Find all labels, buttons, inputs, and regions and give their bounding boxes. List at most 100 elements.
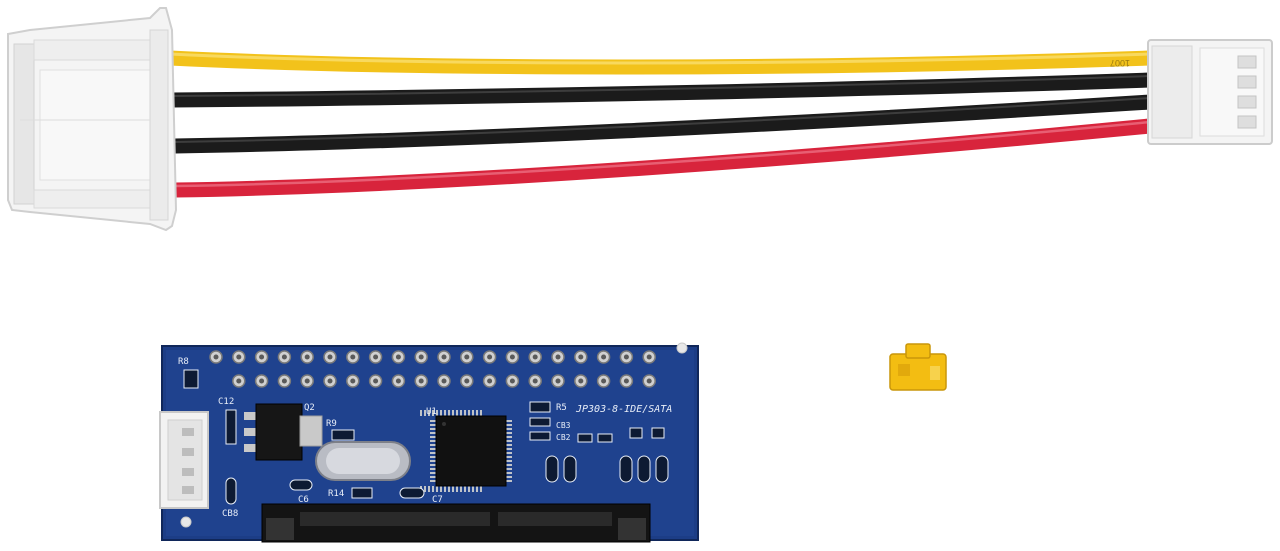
chip-leg (460, 410, 462, 416)
wire-print: 1007 (1110, 58, 1130, 68)
crystal-oscillator (315, 441, 411, 481)
chip-leg (468, 486, 470, 492)
header-pin-center (373, 354, 379, 360)
label-c7: C7 (432, 495, 443, 505)
chip-leg (428, 486, 430, 492)
molex-connector (7, 7, 178, 232)
chip-leg (456, 410, 458, 416)
chip-leg (432, 486, 434, 492)
header-pin-center (509, 378, 515, 384)
header-pin-center (350, 378, 356, 384)
header-pin-center (623, 378, 629, 384)
chip-leg (440, 410, 442, 416)
chip-leg (506, 456, 512, 458)
header-pin-center (578, 354, 584, 360)
chip-leg (472, 486, 474, 492)
chip-leg (472, 410, 474, 416)
chip-leg (430, 480, 436, 482)
floppy-connector (1147, 39, 1273, 145)
header-pin-center (418, 354, 424, 360)
chip-leg (506, 440, 512, 442)
header-pin-center (487, 378, 493, 384)
header-pin-center (327, 378, 333, 384)
header-pin-center (350, 354, 356, 360)
chip-leg (464, 410, 466, 416)
chip-leg (506, 476, 512, 478)
chip-leg (430, 424, 436, 426)
header-pin-center (555, 354, 561, 360)
ide-pin-header (209, 350, 656, 388)
header-pin-center (259, 378, 265, 384)
chip-leg (506, 444, 512, 446)
header-pin-center (601, 354, 607, 360)
chip-leg (428, 410, 430, 416)
header-pin-center (601, 378, 607, 384)
adapter-board: R8 C12 Q2 R9 U1 R5 JP303-8-IDE/SATA CB3 … (159, 342, 699, 543)
power-cable: 1007 (7, 7, 1273, 232)
black-wire-1 (164, 72, 1158, 108)
controller-chip (420, 410, 512, 492)
chip-leg (506, 464, 512, 466)
chip-leg (430, 444, 436, 446)
header-pin-center (646, 378, 652, 384)
label-c6: C6 (298, 495, 309, 505)
smd-components (183, 369, 669, 505)
chip-leg (460, 486, 462, 492)
red-wire (167, 118, 1158, 198)
label-c12: C12 (218, 397, 234, 407)
chip-leg (456, 486, 458, 492)
label-cb8: CB8 (222, 509, 238, 519)
voltage-regulator (244, 403, 323, 461)
label-r9: R9 (326, 419, 337, 429)
chip-leg (430, 460, 436, 462)
header-pin-center (509, 354, 515, 360)
chip-leg (430, 428, 436, 430)
header-pin-center (464, 354, 470, 360)
board-model-label: JP303-8-IDE/SATA (575, 404, 672, 415)
header-pin-center (487, 354, 493, 360)
chip-leg (476, 486, 478, 492)
chip-leg (430, 472, 436, 474)
jumper-cap (889, 343, 947, 391)
chip-leg (444, 410, 446, 416)
chip-leg (444, 486, 446, 492)
header-pin-center (327, 354, 333, 360)
chip-leg (436, 486, 438, 492)
chip-leg (430, 432, 436, 434)
chip-leg (506, 420, 512, 422)
chip-leg (506, 480, 512, 482)
header-pin-center (532, 354, 538, 360)
chip-leg (506, 424, 512, 426)
chip-leg (506, 432, 512, 434)
label-cb3: CB3 (556, 421, 571, 430)
chip-leg (424, 486, 426, 492)
header-pin-center (236, 354, 242, 360)
black-wire-2 (167, 94, 1158, 154)
chip-leg (430, 456, 436, 458)
chip-leg (506, 448, 512, 450)
chip-leg (468, 410, 470, 416)
chip-leg (430, 420, 436, 422)
chip-leg (430, 436, 436, 438)
header-pin-center (441, 378, 447, 384)
chip-leg (506, 428, 512, 430)
chip-leg (448, 410, 450, 416)
chip-leg (420, 410, 422, 416)
chip-leg (424, 410, 426, 416)
header-pin-center (395, 354, 401, 360)
chip-leg (452, 410, 454, 416)
yellow-wire (162, 50, 1158, 75)
chip-leg (480, 410, 482, 416)
header-pin-center (441, 354, 447, 360)
chip-leg (506, 468, 512, 470)
chip-leg (464, 486, 466, 492)
header-pin-center (646, 354, 652, 360)
label-q2: Q2 (304, 403, 315, 413)
header-pin-center (281, 354, 287, 360)
header-pin-center (373, 378, 379, 384)
header-pin-center (464, 378, 470, 384)
chip-leg (430, 440, 436, 442)
header-pin-center (281, 378, 287, 384)
chip-leg (476, 410, 478, 416)
